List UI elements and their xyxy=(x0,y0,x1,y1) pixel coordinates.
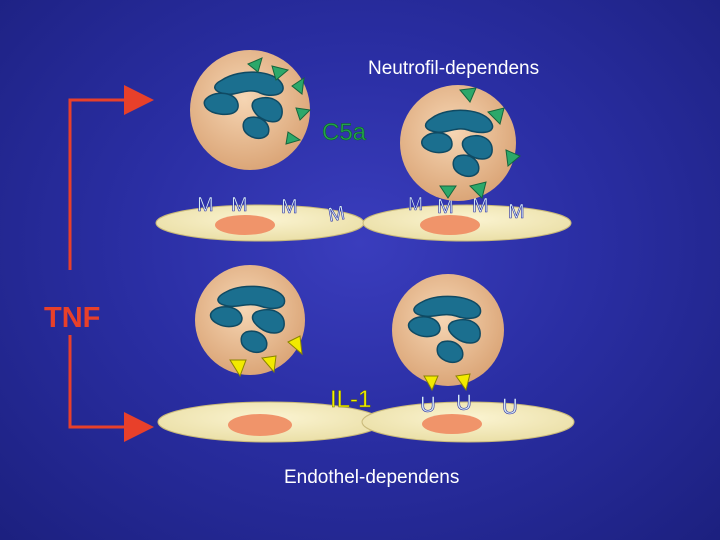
u-receptor: U xyxy=(502,394,518,419)
il1-receptors xyxy=(423,373,471,392)
m-receptor: M xyxy=(408,194,423,214)
u-receptor: U xyxy=(420,392,436,417)
neutrophil-dependent-label: Neutrofil-dependens xyxy=(368,58,539,79)
il1-receptors xyxy=(229,335,303,378)
m-receptor: M xyxy=(231,194,248,216)
il1-label: IL-1 xyxy=(330,386,371,413)
endothelial-nucleus xyxy=(215,215,275,235)
tnf-arrow-up xyxy=(68,85,154,270)
c5a-receptors xyxy=(439,87,521,199)
endothelium-bottom xyxy=(157,401,575,443)
m-receptor: M xyxy=(472,195,489,217)
m-receptor: M xyxy=(437,196,454,218)
neutrophil-top-left xyxy=(190,50,312,170)
neutrophil-top-right xyxy=(400,85,521,201)
tnf-label: TNF xyxy=(44,302,100,334)
u-receptor: U xyxy=(456,390,472,415)
neutrophil-nucleus xyxy=(209,285,286,354)
endothelial-dependent-label: Endothel-dependens xyxy=(284,467,459,488)
neutrophil-bottom-left xyxy=(195,265,305,378)
neutrophil-nucleus xyxy=(203,71,284,140)
neutrophil-nucleus xyxy=(421,109,494,178)
m-receptor: M xyxy=(281,196,298,218)
m-receptor: M xyxy=(326,202,346,227)
endothelium-top xyxy=(155,204,572,242)
endothelial-receptors-bottom: U U U xyxy=(420,390,518,420)
neutrophil-bottom-right xyxy=(392,274,504,392)
endothelial-nucleus xyxy=(422,414,482,434)
m-receptor: M xyxy=(197,194,214,216)
neutrophil-cell xyxy=(400,85,516,201)
m-receptor: M xyxy=(508,201,525,223)
endothelial-nucleus xyxy=(228,414,292,436)
tnf-arrows xyxy=(68,85,154,442)
tnf-arrow-down xyxy=(68,335,154,442)
c5a-label: C5a xyxy=(322,119,367,146)
endothelial-nucleus xyxy=(420,215,480,235)
neutrophil-nucleus xyxy=(407,295,482,364)
c5a-receptors xyxy=(247,57,312,145)
endothelial-receptors-top: M M M M M M M M xyxy=(197,194,525,227)
neutrophil-cell xyxy=(392,274,504,386)
